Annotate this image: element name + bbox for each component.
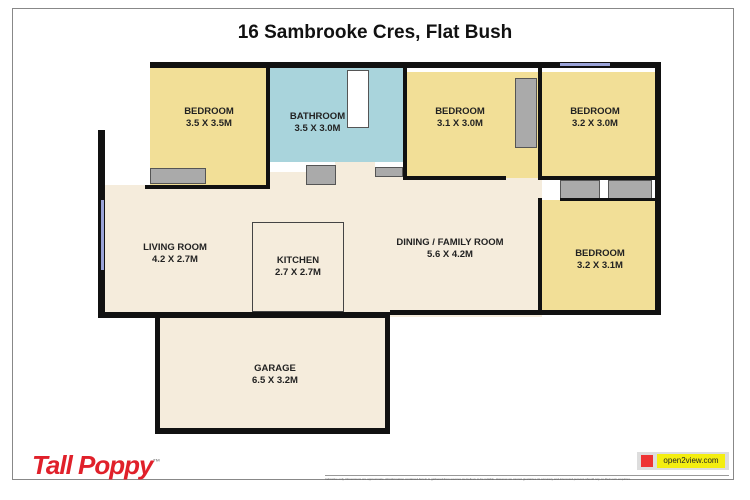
window [101,200,104,270]
wall [385,312,390,434]
wall [406,176,506,180]
wardrobe [560,180,600,200]
wall [155,428,390,434]
wall [655,62,661,315]
room-bedroom-3 [541,72,655,178]
room-kitchen [252,222,344,312]
wardrobe [608,180,652,200]
wall [266,62,270,188]
room-bedroom-4 [541,200,655,312]
room-bathroom [270,67,405,162]
wall [541,176,656,180]
room-bedroom-1 [150,67,268,187]
frame [12,8,734,480]
open2view-icon [641,455,653,467]
disclaimer: Indicative only. Dimensions are approxim… [325,475,729,481]
page-title: 16 Sambrooke Cres, Flat Bush [237,22,513,43]
wall [560,198,656,201]
wall [538,198,542,312]
wall [145,185,270,189]
wardrobe [306,165,336,185]
wall [155,318,160,434]
wall [98,312,390,318]
window [560,63,610,66]
wall [390,310,656,315]
wardrobe [515,78,537,148]
room-living [105,185,250,317]
wall [538,62,542,180]
wardrobe [150,168,206,184]
tall-poppy-logo: Tall Poppy™ [32,450,161,480]
wardrobe [375,167,403,177]
room-garage [160,318,388,430]
bathtub [347,70,369,128]
open2view-logo: open2view.com [637,452,729,470]
wall [403,62,407,180]
